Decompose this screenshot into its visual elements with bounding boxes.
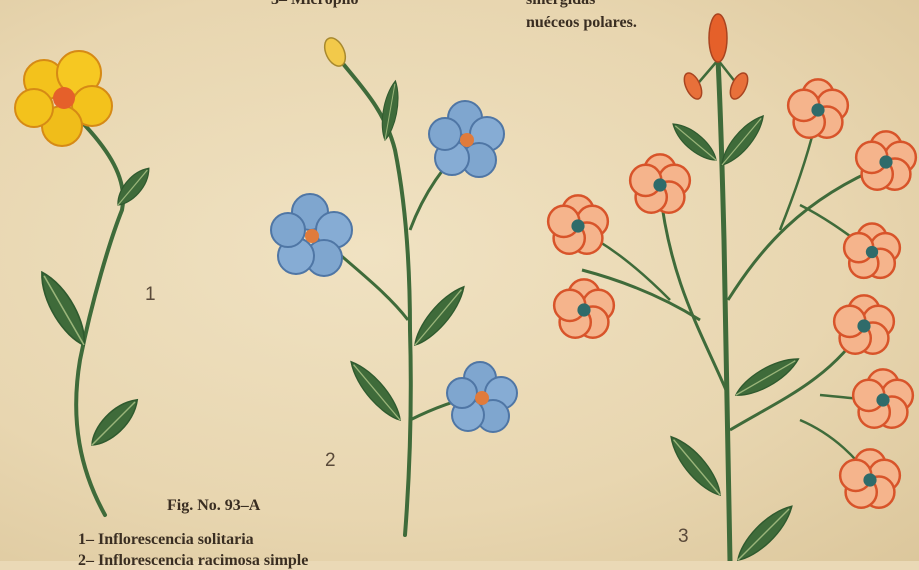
leaf-2c bbox=[344, 356, 406, 426]
bud-3a bbox=[709, 14, 727, 62]
flower-blue-2 bbox=[271, 194, 352, 276]
leaf-2b bbox=[408, 281, 470, 351]
stem-2 bbox=[340, 60, 411, 535]
header-right-line2: nuéceos polares. bbox=[526, 14, 637, 32]
leaf-1b bbox=[33, 267, 94, 351]
leaf-1c bbox=[85, 393, 145, 453]
flower-orange-8 bbox=[548, 195, 608, 253]
caption-item-2: 2– Inflorescencia racimosa simple bbox=[78, 552, 308, 570]
bud-3b bbox=[681, 70, 706, 101]
plant-2 bbox=[271, 35, 517, 535]
header-right-line1: sinérgidas bbox=[526, 0, 595, 9]
leaf-2a bbox=[378, 80, 402, 141]
caption-item-1: 1– Inflorescencia solitaria bbox=[78, 531, 254, 549]
figure-title: Fig. No. 93–A bbox=[167, 497, 260, 515]
plant-1 bbox=[15, 51, 155, 515]
figure-label-2: 2 bbox=[325, 450, 336, 472]
figure-label-1: 1 bbox=[145, 284, 156, 306]
flower-yellow bbox=[15, 51, 112, 146]
figure-label-3: 3 bbox=[678, 526, 689, 548]
flower-orange-1 bbox=[788, 79, 848, 137]
stem-3 bbox=[718, 60, 730, 561]
stem-1 bbox=[75, 115, 123, 515]
flower-orange-4 bbox=[834, 295, 894, 353]
flower-orange-2 bbox=[856, 131, 916, 189]
flower-orange-7 bbox=[630, 154, 690, 212]
header-left-fragment: 3– Micrópilo bbox=[271, 0, 359, 9]
flower-orange-3 bbox=[844, 223, 900, 277]
flower-orange-5 bbox=[853, 369, 913, 427]
flower-blue-3 bbox=[447, 362, 517, 432]
flower-orange-6 bbox=[840, 449, 900, 507]
flower-blue-1 bbox=[429, 101, 504, 177]
flower-orange-9 bbox=[554, 279, 614, 337]
